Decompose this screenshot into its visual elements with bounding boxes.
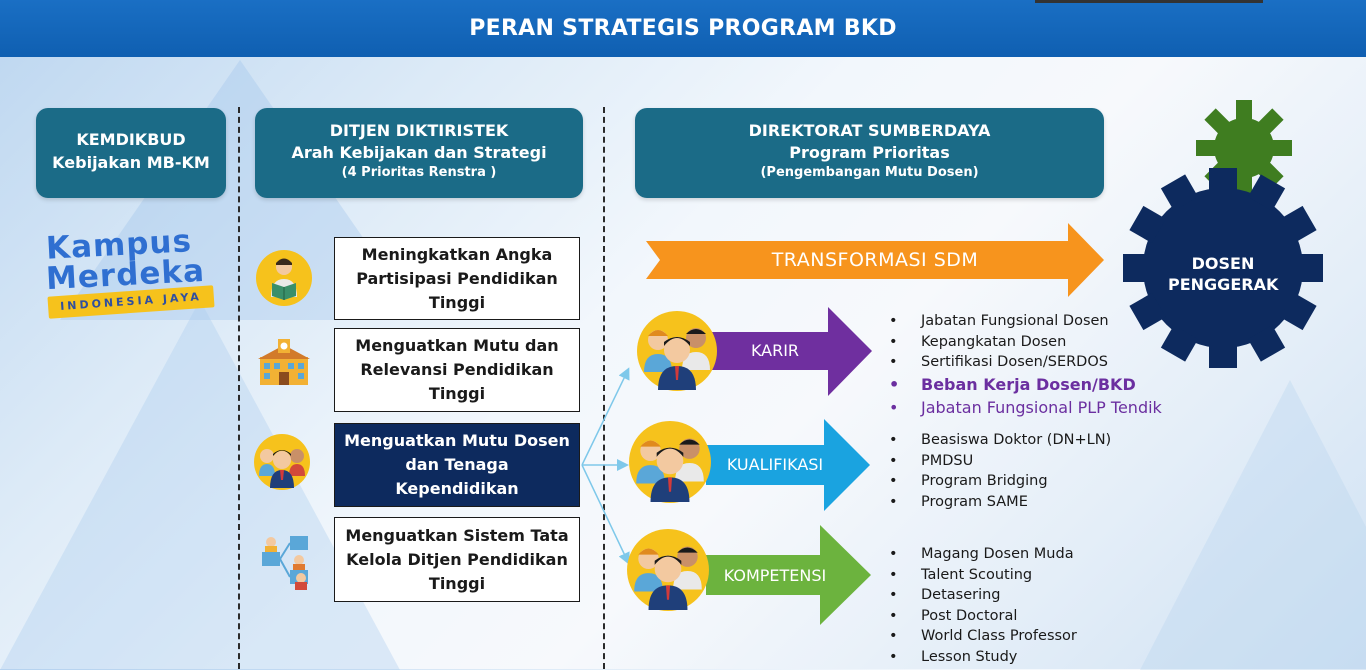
- list-item-text: Post Doctoral: [921, 607, 1018, 624]
- kompetensi-item-list: • Magang Dosen Muda • Talent Scouting • Det…: [889, 544, 1077, 668]
- kualifikasi-item-list: • Beasiswa Doktor (DN+LN) • PMDSU • Program…: [889, 430, 1111, 512]
- list-item-text: Talent Scouting: [921, 566, 1033, 583]
- list-item: • PMDSU: [889, 451, 1111, 472]
- list-item-text: Program Bridging: [921, 473, 1048, 490]
- list-item: • Jabatan Fungsional Dosen: [889, 311, 1162, 332]
- small-gear-icon: [1196, 100, 1292, 196]
- separator-line-right: [603, 107, 605, 669]
- header-box-line1: DIREKTORAT SUMBERDAYA: [748, 121, 991, 140]
- bullet-icon: •: [889, 452, 898, 469]
- bullet-icon: •: [889, 313, 898, 329]
- bullet-icon: •: [889, 473, 898, 490]
- school-building-icon: [256, 335, 312, 387]
- list-item-text: Jabatan Fungsional Dosen: [921, 313, 1109, 329]
- header-box-line2: Program Prioritas: [789, 143, 950, 162]
- bullet-icon: •: [889, 333, 898, 350]
- list-item: • Post Doctoral: [889, 606, 1077, 627]
- list-item-text: Lesson Study: [921, 648, 1018, 665]
- list-item: • World Class Professor: [889, 626, 1077, 647]
- header-box-line3: (4 Prioritas Renstra ): [341, 165, 497, 180]
- list-item: • Beasiswa Doktor (DN+LN): [889, 430, 1111, 451]
- list-item-text: Jabatan Fungsional PLP Tendik: [921, 397, 1162, 417]
- list-item: • Program SAME: [889, 492, 1111, 513]
- header-box-line2: Arah Kebijakan dan Strategi: [291, 143, 547, 162]
- list-item-text: Sertifikasi Dosen/SERDOS: [921, 354, 1108, 371]
- kualifikasi-people-icon: [628, 420, 712, 504]
- priority-box-relevance: Menguatkan Mutu dan Relevansi Pendidikan…: [334, 328, 580, 412]
- header-box-kemdikbud: KEMDIKBUD Kebijakan MB-KM: [36, 108, 226, 198]
- list-item: • Program Bridging: [889, 471, 1111, 492]
- bullet-icon: •: [889, 587, 898, 604]
- priority-label: Menguatkan Mutu dan Relevansi Pendidikan…: [355, 336, 559, 403]
- header-box-direktorat: DIREKTORAT SUMBERDAYA Program Prioritas …: [635, 108, 1104, 198]
- header-box-ditjen: DITJEN DIKTIRISTEK Arah Kebijakan dan St…: [255, 108, 583, 198]
- gear-label-line2: PENGGERAK: [1168, 275, 1279, 294]
- priority-label: Meningkatkan Angka Partisipasi Pendidika…: [356, 244, 558, 312]
- reader-icon: [255, 249, 313, 307]
- bullet-icon: •: [889, 493, 898, 510]
- header-box-line2: Kebijakan MB-KM: [52, 153, 210, 172]
- karir-label: KARIR: [750, 341, 800, 360]
- list-item-text: PMDSU: [921, 452, 974, 469]
- list-item-text: World Class Professor: [921, 628, 1077, 645]
- karir-item-list: • Jabatan Fungsional Dosen • Kepangkatan D…: [889, 311, 1162, 419]
- header-box-line1: DITJEN DIKTIRISTEK: [329, 121, 509, 140]
- header-box-line1: KEMDIKBUD: [76, 130, 186, 149]
- separator-line-left: [238, 107, 240, 669]
- priority-box-participation: Meningkatkan Angka Partisipasi Pendidika…: [334, 237, 580, 320]
- kompetensi-label: KOMPETENSI: [723, 566, 827, 585]
- window-edge-marker: [1035, 0, 1263, 3]
- list-item: • Jabatan Fungsional PLP Tendik: [889, 396, 1162, 419]
- priority-box-lecturer-quality: Menguatkan Mutu Dosen dan Tenaga Kependi…: [334, 423, 580, 507]
- bullet-icon: •: [889, 566, 898, 583]
- page-title: PERAN STRATEGIS PROGRAM BKD: [0, 0, 1366, 57]
- list-item: • Beban Kerja Dosen/BKD: [889, 373, 1162, 396]
- list-item: • Sertifikasi Dosen/SERDOS: [889, 352, 1162, 373]
- bullet-icon: •: [889, 397, 899, 417]
- priority-label: Menguatkan Sistem Tata Kelola Ditjen Pen…: [345, 525, 569, 593]
- network-people-icon: [254, 530, 314, 592]
- list-item-text: Beasiswa Doktor (DN+LN): [921, 432, 1112, 448]
- bullet-icon: •: [889, 648, 898, 665]
- bullet-icon: •: [889, 607, 898, 624]
- list-item-text: Magang Dosen Muda: [921, 546, 1074, 562]
- transformation-label: TRANSFORMASI SDM: [771, 249, 979, 271]
- priority-label: Menguatkan Mutu Dosen dan Tenaga Kependi…: [344, 431, 570, 498]
- list-item-text: Program SAME: [921, 493, 1028, 510]
- bullet-icon: •: [889, 354, 898, 371]
- bullet-icon: •: [889, 432, 898, 448]
- kampus-merdeka-logo: Kampus Merdeka INDONESIA JAYA: [44, 223, 219, 323]
- list-item: • Magang Dosen Muda: [889, 544, 1077, 565]
- list-item-text: Detasering: [921, 587, 1001, 604]
- list-item-text: Beban Kerja Dosen/BKD: [921, 374, 1136, 394]
- bullet-icon: •: [889, 628, 898, 645]
- list-item: • Kepangkatan Dosen: [889, 332, 1162, 353]
- connector-lines: [581, 367, 630, 565]
- list-item: • Talent Scouting: [889, 565, 1077, 586]
- kompetensi-people-icon: [626, 528, 710, 612]
- kualifikasi-label: KUALIFIKASI: [726, 455, 824, 474]
- bullet-icon: •: [889, 546, 898, 562]
- list-item: • Lesson Study: [889, 647, 1077, 668]
- gear-label-line1: DOSEN: [1191, 254, 1255, 273]
- karir-people-icon: [636, 310, 718, 392]
- header-box-line3: (Pengembangan Mutu Dosen): [760, 165, 979, 180]
- lecturers-group-icon: [253, 432, 311, 492]
- bullet-icon: •: [889, 374, 900, 394]
- gear-label: DOSEN PENGGERAK: [1168, 253, 1278, 295]
- list-item-text: Kepangkatan Dosen: [921, 333, 1067, 350]
- priority-box-governance: Menguatkan Sistem Tata Kelola Ditjen Pen…: [334, 517, 580, 602]
- list-item: • Detasering: [889, 585, 1077, 606]
